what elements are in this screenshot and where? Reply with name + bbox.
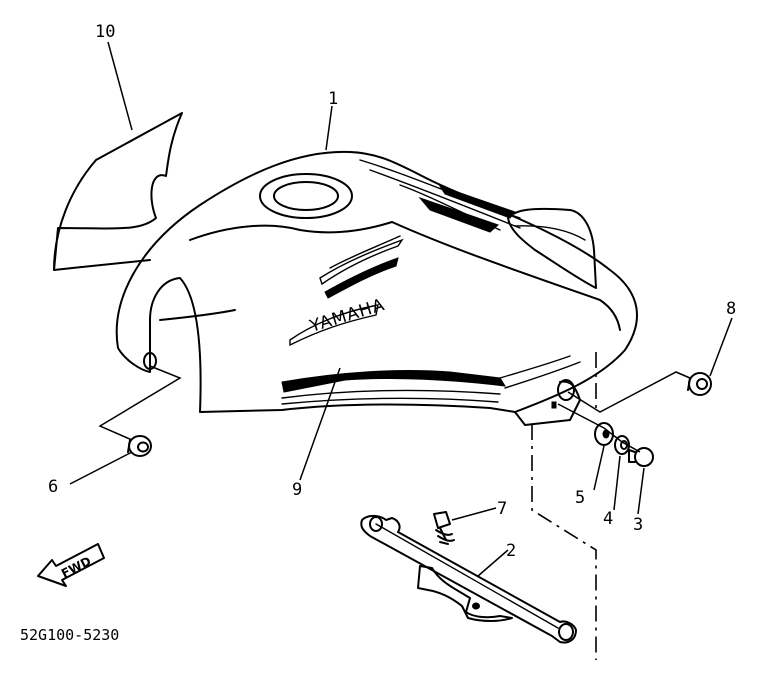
side-cover-part: [53, 112, 183, 271]
callout-number-8: 8: [726, 299, 736, 319]
assembly-line-bracket-left: [531, 424, 597, 660]
bracket-bolt-part: [433, 511, 455, 545]
callout-line-3: [637, 467, 645, 515]
callout-line-4: [613, 455, 621, 511]
assembly-line-rear: [567, 371, 691, 413]
callout-number-2: 2: [506, 541, 516, 561]
callout-line-9: [299, 367, 341, 481]
callout-number-9: 9: [292, 480, 302, 500]
forward-direction-arrow: FWD: [37, 543, 105, 587]
callout-line-1: [325, 105, 333, 151]
callout-line-7: [451, 507, 497, 521]
callout-number-5: 5: [575, 488, 585, 508]
callout-number-3: 3: [633, 515, 643, 535]
callout-line-8: [709, 317, 733, 377]
callout-line-2: [477, 549, 509, 577]
forward-direction-label: FWD: [59, 554, 93, 581]
callout-number-10: 10: [95, 22, 115, 42]
assembly-line-front: [98, 365, 182, 441]
callout-lines: [69, 41, 733, 660]
figure-code: 52G100-5230: [20, 626, 119, 644]
callout-line-5: [593, 445, 605, 491]
tank-bracket-part: [360, 514, 577, 644]
assembly-line-washers: [557, 403, 641, 453]
callout-number-7: 7: [497, 499, 507, 519]
front-damper-part: [127, 435, 152, 457]
bolt-part: [628, 447, 654, 467]
tank-brand-label: YAMAHA: [307, 295, 388, 337]
callout-number-4: 4: [603, 509, 613, 529]
rear-damper-part: [687, 372, 712, 396]
callout-numbers: 10 1 8 6 9 5 4 3 7 2: [48, 22, 736, 561]
fuel-tank-part: [115, 150, 638, 426]
callout-line-10: [107, 41, 133, 131]
callout-number-6: 6: [48, 477, 58, 497]
washer-part: [594, 422, 614, 446]
callout-line-6: [69, 451, 133, 485]
callout-number-1: 1: [328, 89, 338, 109]
